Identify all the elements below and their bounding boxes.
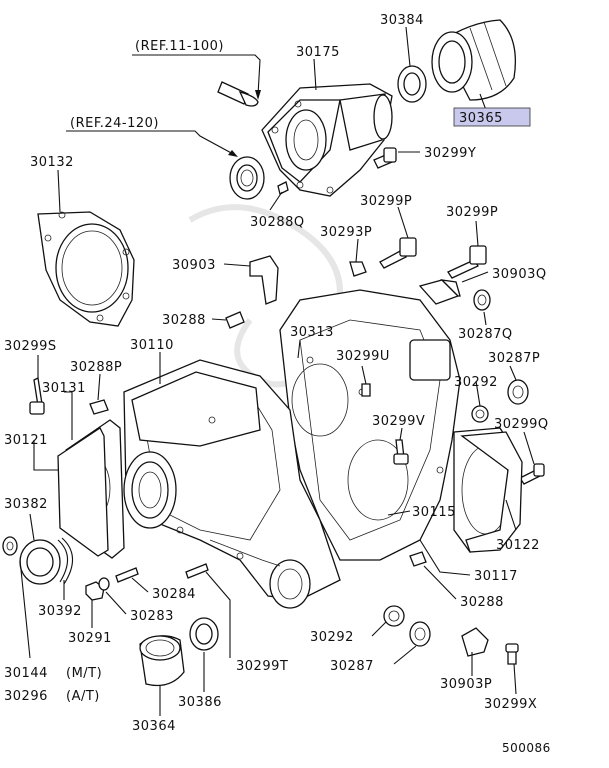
- part-washer-30283[interactable]: [98, 577, 110, 591]
- label-30299V[interactable]: 30299V: [372, 414, 425, 429]
- part-extension-housing-30175[interactable]: [261, 83, 393, 197]
- label-30288P[interactable]: 30288P: [70, 360, 122, 375]
- label-30121[interactable]: 30121: [4, 433, 48, 448]
- label-30287P[interactable]: 30287P: [488, 351, 540, 366]
- label-30364[interactable]: 30364: [132, 719, 176, 734]
- part-cover-30122[interactable]: [460, 431, 523, 553]
- part-bolt-30299P-b[interactable]: [447, 245, 487, 279]
- label-30287Q[interactable]: 30287Q: [458, 327, 513, 342]
- part-bolt-30299U[interactable]: [361, 383, 371, 397]
- part-transfer-case-rear-30313[interactable]: [279, 289, 461, 561]
- label-30299T[interactable]: 30299T: [236, 659, 288, 674]
- label-30288Q[interactable]: 30288Q: [250, 215, 305, 230]
- part-washer-30292-a[interactable]: [471, 405, 489, 423]
- part-seal-30386[interactable]: [189, 617, 219, 651]
- highlight-box-30365: [453, 107, 531, 127]
- part-seal-ref[interactable]: [229, 156, 265, 200]
- label-30144[interactable]: 30144: [4, 666, 48, 681]
- label-30292-b[interactable]: 30292: [310, 630, 354, 645]
- label-30903[interactable]: 30903: [172, 258, 216, 273]
- part-gasket-30132[interactable]: [37, 211, 135, 327]
- label-30903Q[interactable]: 30903Q: [492, 267, 547, 282]
- part-pin-30288-b[interactable]: [409, 551, 427, 567]
- part-dust-cover-30365[interactable]: [431, 19, 517, 101]
- part-bolt-30299S[interactable]: [29, 377, 45, 415]
- part-bolt-30299Q[interactable]: [519, 463, 545, 485]
- label-30299Y[interactable]: 30299Y: [424, 146, 476, 161]
- label-30382[interactable]: 30382: [4, 497, 48, 512]
- label-30175[interactable]: 30175: [296, 45, 340, 60]
- leader-lines: [19, 26, 535, 716]
- part-bracket-30903P[interactable]: [461, 627, 489, 657]
- part-bolt-30299Y[interactable]: [373, 147, 397, 169]
- label-30299U[interactable]: 30299U: [336, 349, 390, 364]
- label-30384[interactable]: 30384: [380, 13, 424, 28]
- label-30299S[interactable]: 30299S: [4, 339, 57, 354]
- part-plug-30287[interactable]: [409, 621, 431, 647]
- part-stud-30284[interactable]: [115, 563, 209, 583]
- part-pin-ref[interactable]: [217, 81, 259, 107]
- part-pin-30288Q[interactable]: [277, 181, 289, 195]
- label-30299X[interactable]: 30299X: [484, 697, 537, 712]
- part-pin-30288P[interactable]: [89, 399, 109, 415]
- part-plug-30287Q[interactable]: [473, 289, 491, 311]
- label-30903P[interactable]: 30903P: [440, 677, 492, 692]
- label-30284[interactable]: 30284: [152, 587, 196, 602]
- label-30365[interactable]: 30365: [459, 111, 503, 126]
- label-30296[interactable]: 30296: [4, 689, 48, 704]
- part-bracket-30903Q[interactable]: [418, 279, 461, 305]
- label-30299P-a[interactable]: 30299P: [360, 194, 412, 209]
- label-30296-note: (A/T): [66, 689, 100, 704]
- label-30132[interactable]: 30132: [30, 155, 74, 170]
- part-seal-30384[interactable]: [397, 65, 427, 103]
- part-bolt-30299P-a[interactable]: [379, 237, 417, 269]
- label-30131[interactable]: 30131: [42, 381, 86, 396]
- label-30291[interactable]: 30291: [68, 631, 112, 646]
- reference-text[interactable]: (REF.24-120): [70, 116, 159, 131]
- part-snap-ring-30392[interactable]: [57, 537, 74, 585]
- part-plug-30287P[interactable]: [507, 379, 529, 405]
- reference-note-24-120[interactable]: (REF.24-120): [66, 116, 238, 157]
- label-30117[interactable]: 30117: [474, 569, 518, 584]
- label-30386[interactable]: 30386: [178, 695, 222, 710]
- label-30292-a[interactable]: 30292: [454, 375, 498, 390]
- label-30288-a[interactable]: 30288: [162, 313, 206, 328]
- part-washer-30292-b[interactable]: [383, 605, 405, 627]
- part-bracket-30293P[interactable]: [349, 261, 367, 277]
- reference-note-11-100[interactable]: (REF.11-100): [132, 39, 261, 100]
- part-gasket-30121[interactable]: [57, 427, 109, 557]
- part-pin-30288-a[interactable]: [225, 311, 245, 329]
- part-dust-cover-30364[interactable]: [139, 635, 185, 687]
- label-30288-b[interactable]: 30288: [460, 595, 504, 610]
- label-30122[interactable]: 30122: [496, 538, 540, 553]
- part-seal-30144-30296[interactable]: [2, 536, 18, 556]
- label-30299Q[interactable]: 30299Q: [494, 417, 549, 432]
- label-30144-note: (M/T): [66, 666, 102, 681]
- label-30110[interactable]: 30110: [130, 338, 174, 353]
- label-30293P[interactable]: 30293P: [320, 225, 372, 240]
- part-bolt-30299X[interactable]: [505, 643, 519, 665]
- label-30313[interactable]: 30313: [290, 325, 334, 340]
- reference-text[interactable]: (REF.11-100): [135, 39, 224, 54]
- label-30299P-b[interactable]: 30299P: [446, 205, 498, 220]
- label-30283[interactable]: 30283: [130, 609, 174, 624]
- diagram-id: 500086: [502, 741, 551, 755]
- part-labels: 30384 30175 30365 30299Y 30132 30288Q 30…: [4, 13, 551, 755]
- part-transfer-case-front-30110[interactable]: [123, 359, 341, 609]
- part-seal-30382[interactable]: [19, 539, 61, 585]
- label-30287[interactable]: 30287: [330, 659, 374, 674]
- part-bracket-30903[interactable]: [249, 255, 279, 305]
- label-30115[interactable]: 30115: [412, 505, 456, 520]
- label-30392[interactable]: 30392: [38, 604, 82, 619]
